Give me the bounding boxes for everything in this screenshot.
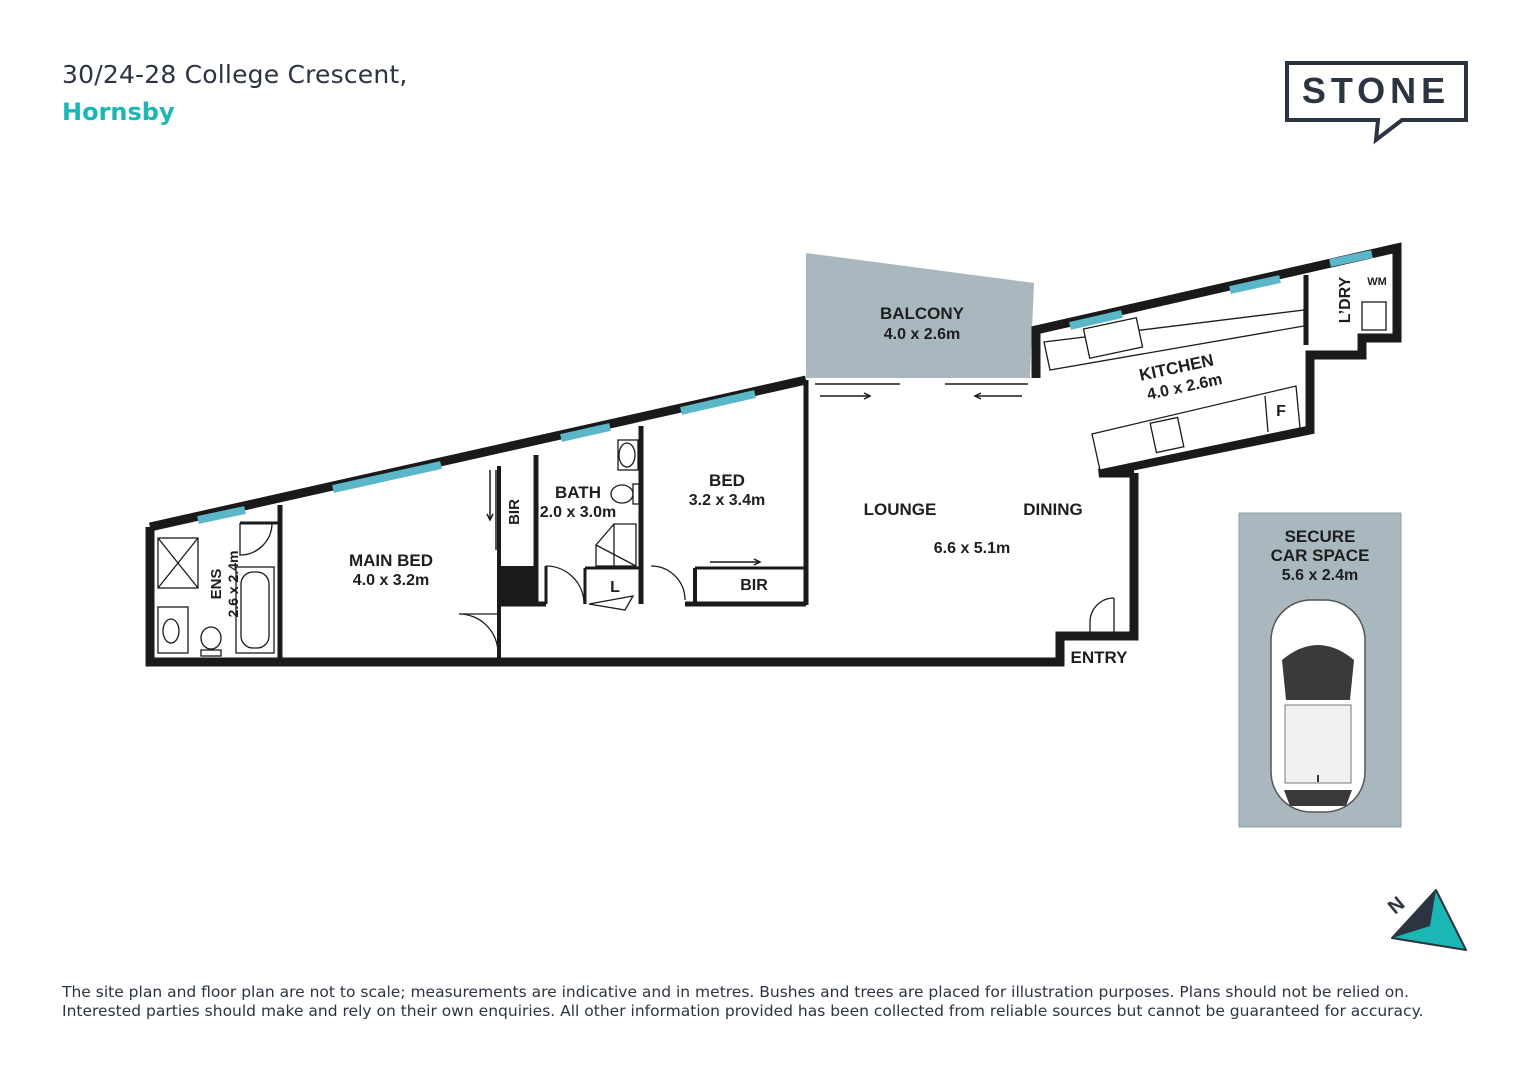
dining-label: DINING	[1023, 500, 1083, 519]
living-size: 6.6 x 5.1m	[934, 540, 1011, 557]
entry-label: ENTRY	[1071, 648, 1129, 667]
stone-logo: STONE	[1285, 61, 1468, 145]
disclaimer: The site plan and floor plan are not to …	[62, 983, 1482, 1021]
main-bed-size: 4.0 x 3.2m	[353, 572, 430, 589]
doors	[239, 522, 1115, 654]
laundry-label: L’DRY	[1337, 276, 1354, 323]
balcony-area	[806, 253, 1034, 378]
structural-column	[498, 566, 536, 606]
bir-main-label: BIR	[506, 499, 523, 525]
main-bed-name: MAIN BED	[349, 551, 433, 570]
address-line-1: 30/24-28 College Crescent,	[62, 60, 408, 89]
kitchen-benches	[1043, 301, 1387, 471]
logo-text: STONE	[1302, 70, 1450, 111]
windows	[197, 250, 1373, 524]
interior-walls	[240, 426, 806, 662]
balcony-name: BALCONY	[880, 304, 965, 323]
kitchen-wall	[1031, 242, 1402, 478]
compass-icon: N	[1384, 889, 1467, 951]
ensuite-size: 2.6 x 2.4m	[225, 551, 241, 618]
linen-label: L	[610, 579, 620, 596]
ensuite-fixtures	[157, 537, 275, 657]
washing-machine-label: WM	[1367, 276, 1387, 288]
car-icon	[1270, 599, 1366, 813]
ensuite-name: ENS	[208, 569, 225, 600]
address-suburb: Hornsby	[62, 98, 175, 126]
disclaimer-line-1: The site plan and floor plan are not to …	[62, 983, 1410, 1001]
exterior-wall	[145, 473, 1139, 667]
bath-size: 2.0 x 3.0m	[540, 504, 617, 521]
car-space-size: 5.6 x 2.4m	[1282, 567, 1359, 584]
sliding-doors	[486, 383, 1028, 566]
bath-name: BATH	[555, 483, 601, 502]
compass-n: N	[1384, 893, 1409, 919]
disclaimer-line-2: Interested parties should make and rely …	[62, 1002, 1424, 1020]
bed-size: 3.2 x 3.4m	[689, 492, 766, 509]
bir-bed-label: BIR	[740, 577, 768, 594]
fridge-label: F	[1276, 403, 1286, 420]
bed-name: BED	[709, 471, 745, 490]
bath-fixtures	[588, 439, 640, 611]
lounge-label: LOUNGE	[864, 500, 937, 519]
car-space-line2: CAR SPACE	[1271, 546, 1370, 565]
balcony-size: 4.0 x 2.6m	[884, 326, 961, 343]
car-space-line1: SECURE	[1285, 527, 1356, 546]
